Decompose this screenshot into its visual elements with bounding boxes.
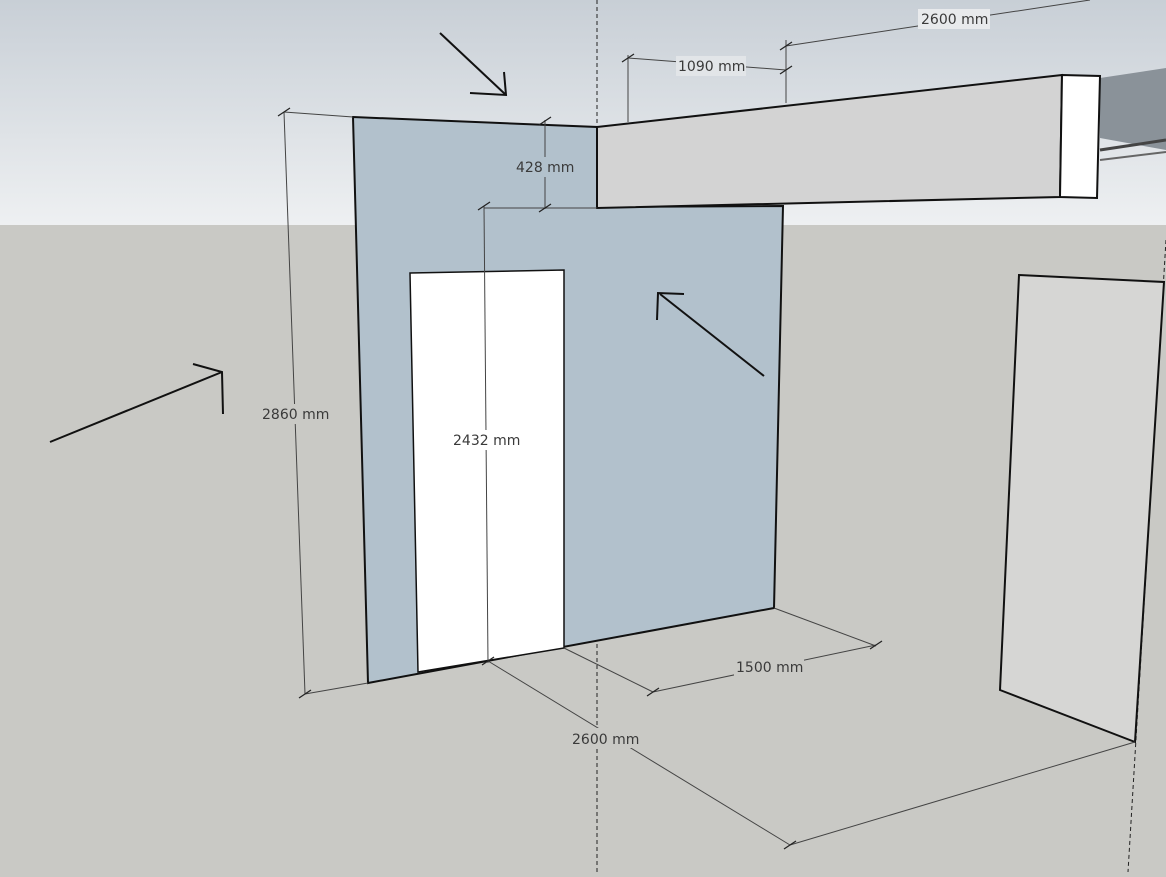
dim-door-height: 2432 mm [453,433,520,449]
dimension-ticks [277,41,883,850]
dim-beam-offset: 1090 mm [678,59,745,75]
dim-wall-height: 2860 mm [262,407,329,423]
dim-header-height: 428 mm [516,160,574,176]
dim-wall-width: 2600 mm [572,732,639,748]
side-panel[interactable] [998,273,1166,744]
arrow-up-left-icon [656,291,765,377]
roof-structure [1100,68,1166,150]
door-opening[interactable] [409,269,565,673]
dim-wall-depth: 1500 mm [736,660,803,676]
arrow-up-right-icon [49,363,224,443]
roof-rafter-2 [1099,151,1166,161]
arrow-down-right-icon [439,32,508,97]
dimension-lines [283,0,1136,846]
dim-beam-length: 2600 mm [921,12,988,28]
beam-end[interactable] [1058,73,1102,200]
roof-rafter [1099,138,1166,152]
